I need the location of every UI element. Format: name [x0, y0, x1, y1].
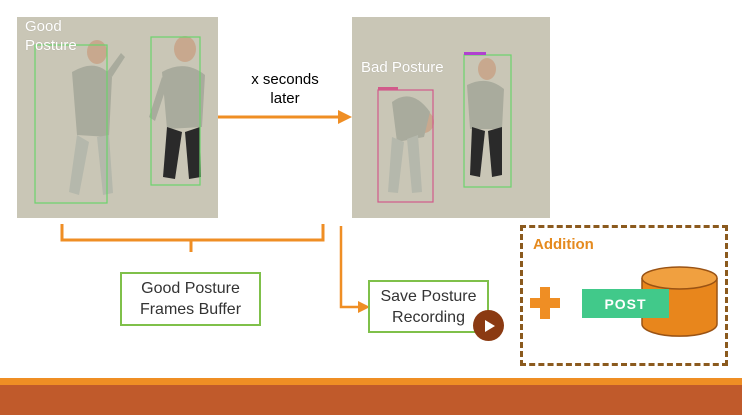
time-delay-label: x seconds later [251, 71, 319, 107]
person-figure-3 [388, 96, 434, 193]
addition-container: Addition [520, 225, 728, 366]
person-figure-1 [69, 40, 125, 195]
addition-title: Addition [533, 236, 594, 253]
play-triangle-icon [484, 319, 495, 332]
save-arrow-head [358, 301, 370, 313]
detection-tag-good [464, 52, 486, 55]
frames-buffer-label: Good Posture Frames Buffer [139, 280, 242, 318]
person-figure-2 [149, 36, 205, 179]
save-arrow-line [339, 226, 360, 309]
bad-posture-label: Bad Posture [361, 59, 444, 76]
person-figure-4 [467, 58, 504, 177]
footer-bar [0, 385, 742, 415]
time-arrow-head [338, 110, 352, 124]
buffer-brace [60, 224, 325, 252]
post-button[interactable]: POST [582, 289, 669, 318]
frames-buffer-box: Good Posture Frames Buffer [120, 272, 261, 326]
bad-posture-photo: Bad Posture [352, 17, 550, 218]
play-icon[interactable] [473, 310, 504, 341]
detection-box-1 [34, 44, 108, 204]
bad-posture-figures [377, 52, 512, 203]
detection-box-good [463, 54, 512, 188]
good-posture-label: Good Posture [25, 18, 77, 54]
save-recording-box: Save Posture Recording [368, 280, 489, 333]
detection-tag-bad [378, 87, 398, 90]
detection-box-2 [150, 36, 201, 186]
plus-icon [530, 287, 560, 319]
detection-box-bad [377, 89, 434, 203]
footer-accent-bar [0, 378, 742, 385]
save-recording-label: Save Posture Recording [380, 287, 477, 326]
good-posture-photo: Good Posture [17, 17, 218, 218]
good-posture-figures [34, 36, 205, 204]
